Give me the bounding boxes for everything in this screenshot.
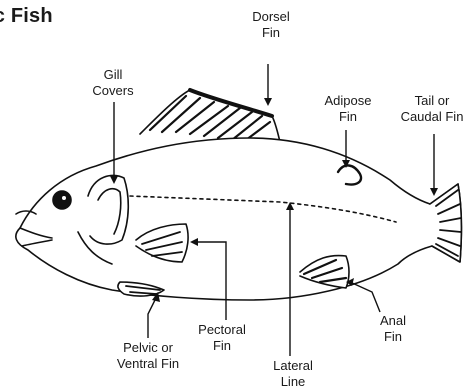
- label-anal-fin: Anal Fin: [380, 313, 406, 345]
- pointer-anal: [350, 282, 380, 312]
- label-pelvic-fin: Pelvic or Ventral Fin: [117, 340, 179, 372]
- label-lateral-line: Lateral Line: [273, 358, 313, 390]
- dorsal-fin: [140, 90, 280, 142]
- label-dorsal-fin: Dorsel Fin: [252, 9, 290, 41]
- pointer-pelvic: [148, 298, 156, 338]
- eye: [53, 191, 71, 209]
- label-adipose-fin: Adipose Fin: [325, 93, 372, 125]
- fish-body-outline: [16, 138, 461, 300]
- label-pectoral-fin: Pectoral Fin: [198, 322, 246, 354]
- tail-fin: [430, 184, 461, 262]
- label-gill-covers: Gill Covers: [92, 67, 133, 99]
- label-tail-fin: Tail or Caudal Fin: [401, 93, 464, 125]
